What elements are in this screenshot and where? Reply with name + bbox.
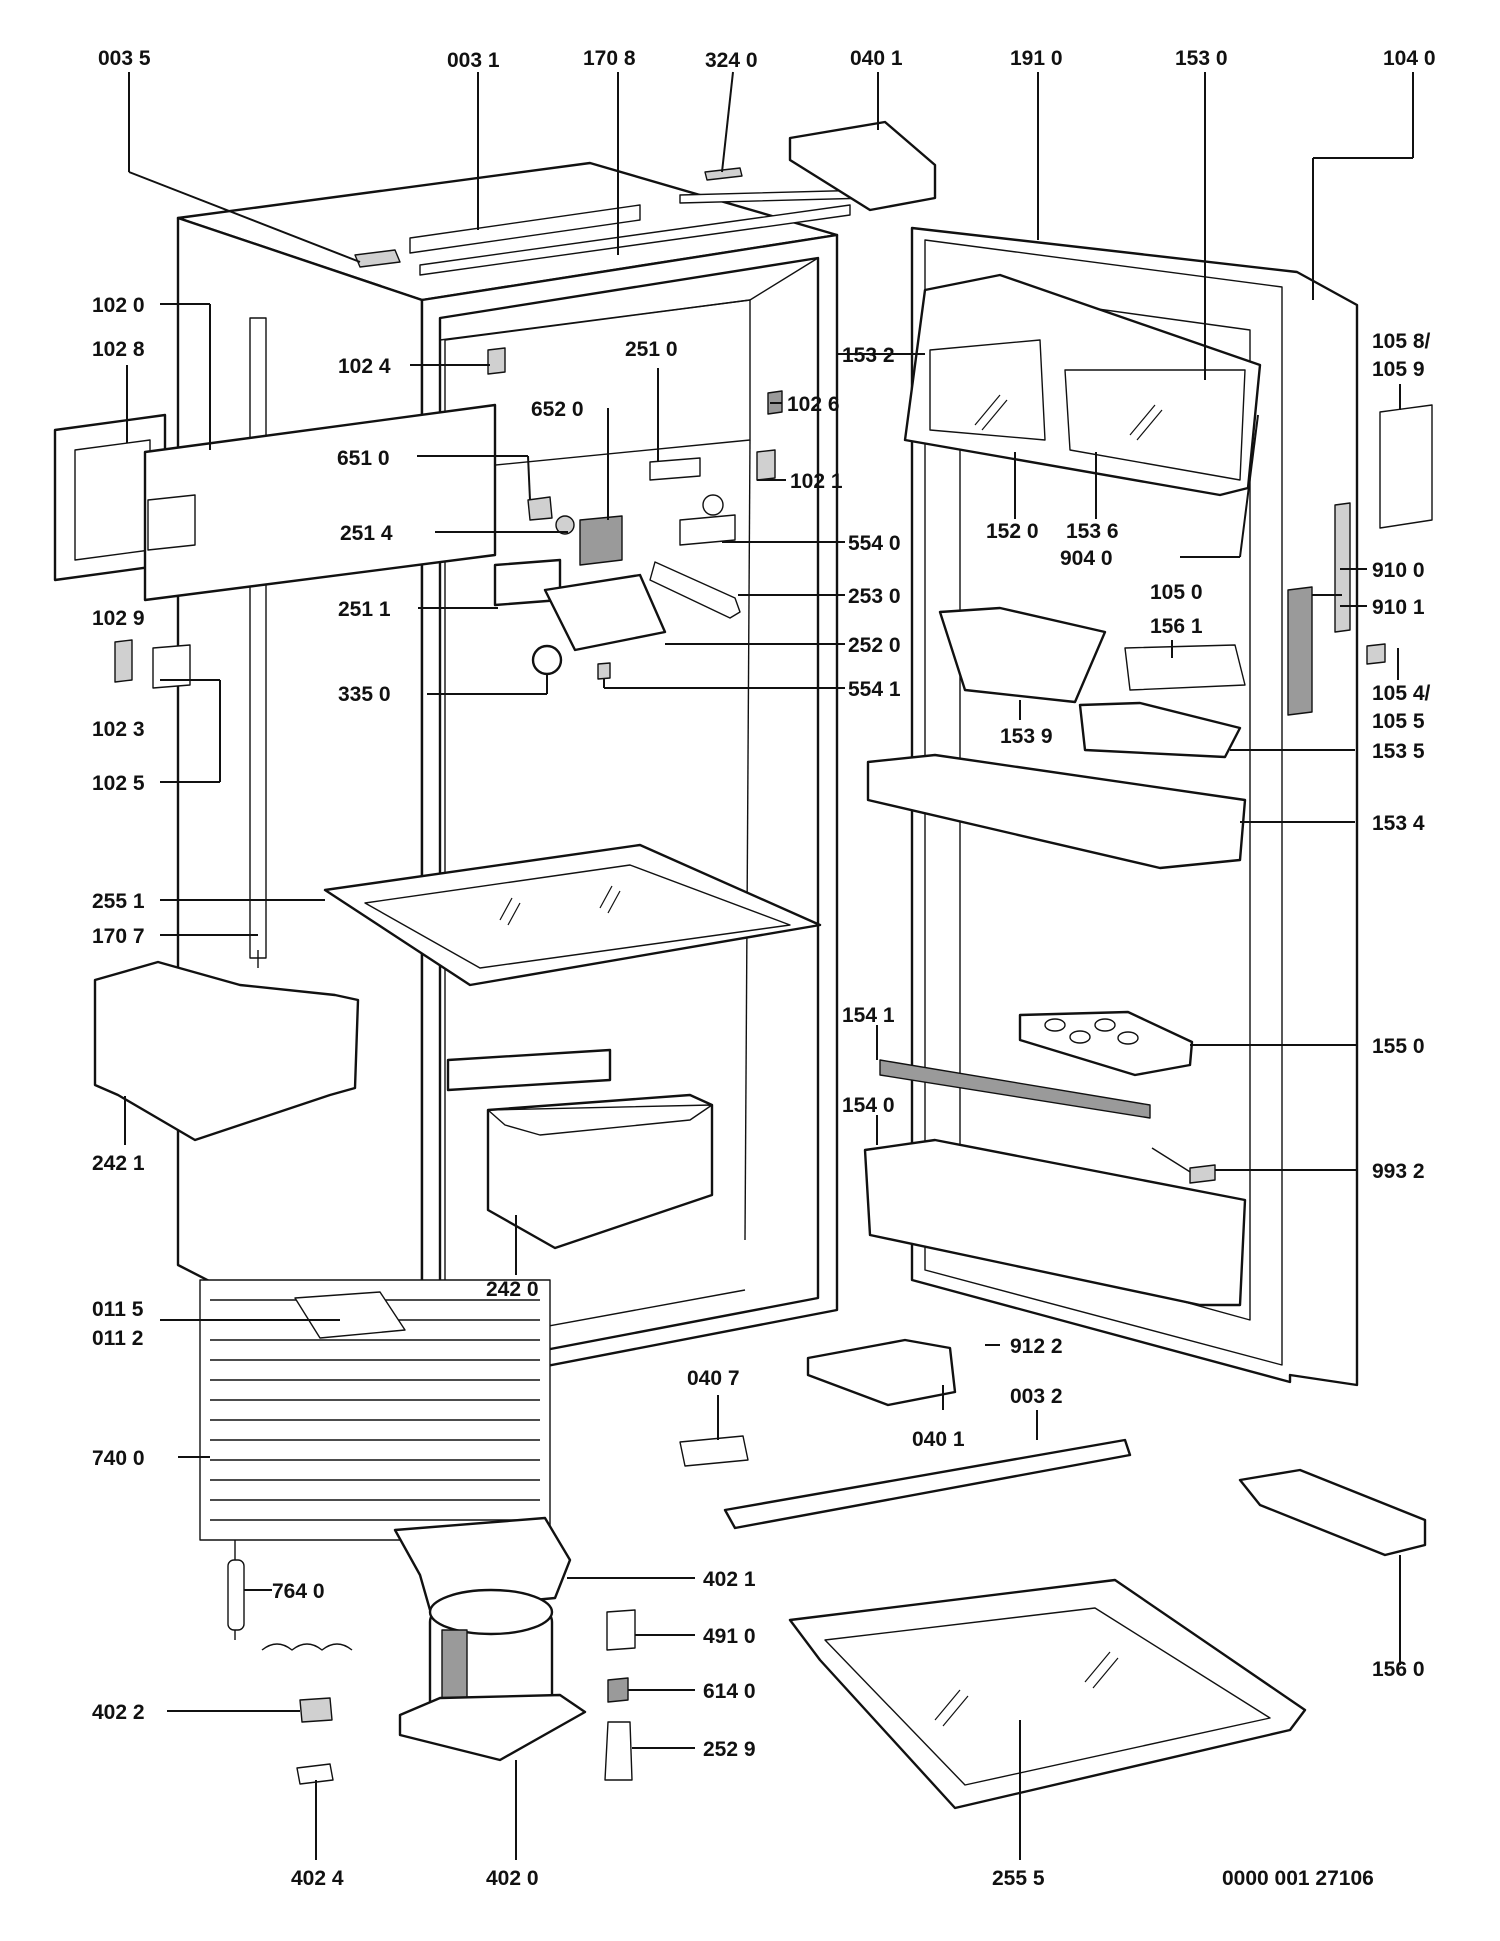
part-label: 011 5 <box>92 1298 144 1321</box>
part-label: 153 0 <box>1175 47 1228 70</box>
part-label: 102 3 <box>92 718 145 741</box>
part-label: 554 1 <box>848 678 901 701</box>
part-label: 105 5 <box>1372 710 1425 733</box>
part-labels: 003 5 003 1 170 8 324 0 040 1 191 0 153 … <box>92 47 1436 1890</box>
part-label: 251 0 <box>625 338 678 361</box>
part-label: 242 0 <box>486 1278 539 1301</box>
freezer-compartment-parts <box>53 347 783 968</box>
part-label: 253 0 <box>848 585 901 608</box>
part-label: 153 6 <box>1066 520 1119 543</box>
part-label: 910 0 <box>1372 559 1425 582</box>
part-label: 252 9 <box>703 1738 756 1761</box>
leader-lines <box>124 71 1414 1860</box>
part-label: 252 0 <box>848 634 901 657</box>
part-label: 105 0 <box>1150 581 1203 604</box>
loose-parts <box>93 960 1427 1810</box>
part-label: 324 0 <box>705 49 758 72</box>
part-label: 040 1 <box>912 1428 965 1451</box>
part-label: 255 5 <box>992 1867 1045 1890</box>
part-label: 040 7 <box>687 1367 740 1390</box>
part-label: 335 0 <box>338 683 391 706</box>
cabinet-body <box>176 161 871 1541</box>
part-label: 102 1 <box>790 470 843 493</box>
part-label: 102 8 <box>92 338 145 361</box>
document-number: 0000 001 27106 <box>1222 1867 1374 1890</box>
part-label: 153 9 <box>1000 725 1053 748</box>
part-label: 156 1 <box>1150 615 1203 638</box>
part-label: 614 0 <box>703 1680 756 1703</box>
part-label: 904 0 <box>1060 547 1113 570</box>
part-label: 554 0 <box>848 532 901 555</box>
part-label: 154 1 <box>842 1004 895 1027</box>
part-label: 170 7 <box>92 925 145 948</box>
part-label: 154 0 <box>842 1094 895 1117</box>
part-label: 912 2 <box>1010 1335 1063 1358</box>
part-label: 764 0 <box>272 1580 325 1603</box>
part-label: 102 9 <box>92 607 145 630</box>
part-label: 105 4/ <box>1372 682 1431 705</box>
part-label: 102 6 <box>787 393 840 416</box>
part-label: 156 0 <box>1372 1658 1425 1681</box>
refrigerator-door <box>788 120 1433 1407</box>
part-label: 153 4 <box>1372 812 1425 835</box>
part-label: 993 2 <box>1372 1160 1425 1183</box>
part-label: 011 2 <box>92 1327 143 1350</box>
part-label: 740 0 <box>92 1447 145 1470</box>
part-label: 402 2 <box>92 1701 145 1724</box>
part-label: 651 0 <box>337 447 390 470</box>
part-label: 105 9 <box>1372 358 1425 381</box>
part-label: 105 8/ <box>1372 330 1431 353</box>
part-label: 003 1 <box>447 49 500 72</box>
part-label: 251 1 <box>338 598 391 621</box>
part-label: 040 1 <box>850 47 903 70</box>
part-label: 155 0 <box>1372 1035 1425 1058</box>
part-label: 402 0 <box>486 1867 539 1890</box>
part-label: 102 5 <box>92 772 145 795</box>
part-label: 102 4 <box>338 355 391 378</box>
part-label: 102 0 <box>92 294 145 317</box>
part-label: 402 4 <box>291 1867 344 1890</box>
part-label: 003 2 <box>1010 1385 1063 1408</box>
part-label: 152 0 <box>986 520 1039 543</box>
part-label: 910 1 <box>1372 596 1425 619</box>
part-label: 251 4 <box>340 522 393 545</box>
part-label: 104 0 <box>1383 47 1436 70</box>
part-label: 402 1 <box>703 1568 756 1591</box>
part-label: 170 8 <box>583 47 636 70</box>
part-label: 153 2 <box>842 344 895 367</box>
part-label: 242 1 <box>92 1152 145 1175</box>
part-label: 191 0 <box>1010 47 1063 70</box>
part-label: 153 5 <box>1372 740 1425 763</box>
part-label: 652 0 <box>531 398 584 421</box>
part-label: 491 0 <box>703 1625 756 1648</box>
part-label: 003 5 <box>98 47 151 70</box>
part-label: 255 1 <box>92 890 145 913</box>
